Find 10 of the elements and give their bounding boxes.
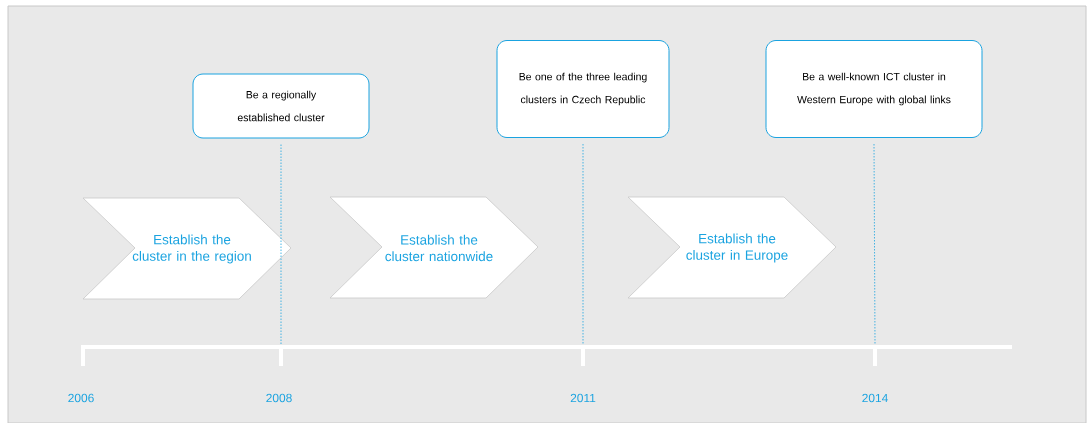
- goal-box: Be one of the three leading clusters in Czech Republic: [496, 40, 670, 138]
- year-label: 2008: [266, 393, 292, 403]
- year-label: 2006: [68, 393, 94, 403]
- leader-line: [582, 143, 584, 345]
- leader-line: [280, 144, 282, 345]
- year-label: 2014: [862, 393, 888, 403]
- year-label: 2011: [570, 393, 596, 403]
- goal-box: Be a regionally established cluster: [192, 73, 370, 139]
- goal-box: Be a well-known ICT cluster in Western Europe with global links: [765, 40, 983, 138]
- leader-line: [873, 143, 876, 345]
